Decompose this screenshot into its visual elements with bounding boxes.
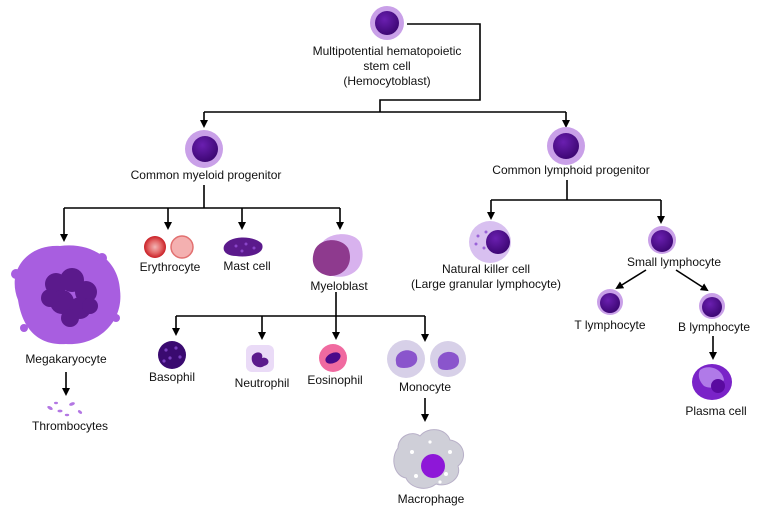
stem-cell-label-line3: (Hemocytoblast) <box>343 74 431 88</box>
stem-cell-icon <box>370 6 404 40</box>
macrophage-icon <box>393 429 465 489</box>
megakaryocyte-label: Megakaryocyte <box>25 352 107 366</box>
t-lymphocyte-label: T lymphocyte <box>574 318 646 332</box>
lymphoid-progenitor-label: Common lymphoid progenitor <box>492 163 650 177</box>
t-lymphocyte-icon <box>597 289 623 315</box>
myeloblast-label: Myeloblast <box>310 279 368 293</box>
mast-cell-label: Mast cell <box>223 259 271 273</box>
macrophage-label: Macrophage <box>397 492 465 506</box>
connector-lines <box>60 23 717 422</box>
eosinophil-icon <box>319 344 347 372</box>
nk-cell-icon <box>469 221 511 263</box>
lymphoid-progenitor-icon <box>547 127 585 165</box>
small-lymphocyte-label: Small lymphocyte <box>626 255 722 269</box>
plasma-cell-icon <box>692 364 732 400</box>
nk-cell-label-line1: Natural killer cell <box>441 262 531 276</box>
monocyte-label: Monocyte <box>398 380 452 394</box>
megakaryocyte-icon <box>11 245 121 345</box>
myeloid-progenitor-icon <box>185 130 223 168</box>
monocyte-icon <box>387 340 466 378</box>
basophil-icon <box>158 341 186 369</box>
erythrocyte-icon <box>144 235 194 259</box>
b-lymphocyte-label: B lymphocyte <box>677 320 751 334</box>
myeloid-progenitor-label: Common myeloid progenitor <box>130 168 282 182</box>
nk-cell-label: Natural killer cell (Large granular lymp… <box>411 262 561 292</box>
thrombocytes-label: Thrombocytes <box>31 419 109 433</box>
mast-cell-icon <box>223 237 263 257</box>
neutrophil-label: Neutrophil <box>234 376 290 390</box>
stem-cell-label-line2: stem cell <box>363 59 411 73</box>
myeloblast-icon <box>312 234 363 277</box>
stem-cell-label-line1: Multipotential hematopoietic <box>312 44 462 58</box>
small-lymphocyte-icon <box>648 226 676 254</box>
eosinophil-label: Eosinophil <box>307 373 363 387</box>
neutrophil-icon <box>246 345 274 372</box>
stem-cell-label: Multipotential hematopoietic stem cell (… <box>313 44 462 89</box>
erythrocyte-label: Erythrocyte <box>139 260 201 274</box>
b-lymphocyte-icon <box>699 293 725 319</box>
plasma-cell-label: Plasma cell <box>685 404 747 418</box>
nk-cell-label-line2: (Large granular lymphocyte) <box>410 277 562 291</box>
basophil-label: Basophil <box>148 370 196 384</box>
thrombocytes-icon <box>47 401 83 417</box>
